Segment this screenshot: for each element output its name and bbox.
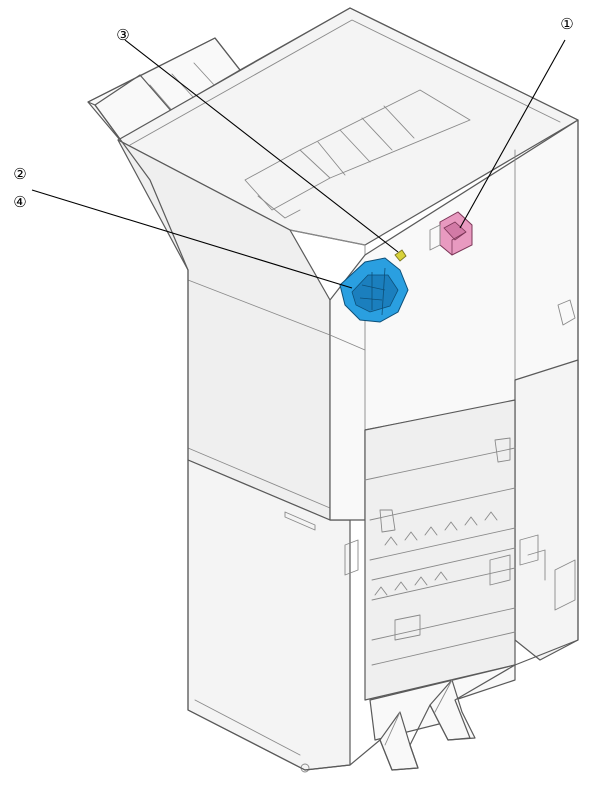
- leader-lines: [31, 39, 566, 289]
- top-vents: [244, 89, 471, 219]
- part-2-4-blue-unit: [339, 257, 409, 323]
- callout-4: ④: [13, 193, 26, 211]
- part-3-yellow-clip: [394, 249, 407, 262]
- callout-1: ①: [560, 15, 573, 33]
- right-side-panel: [514, 359, 579, 661]
- callout-3: ③: [116, 26, 129, 44]
- finisher-unit: [87, 7, 579, 773]
- base-feet: [369, 664, 516, 771]
- part-1-pink-cover: [429, 211, 473, 256]
- paper-path-interior: [344, 399, 546, 701]
- callout-2: ②: [13, 165, 26, 183]
